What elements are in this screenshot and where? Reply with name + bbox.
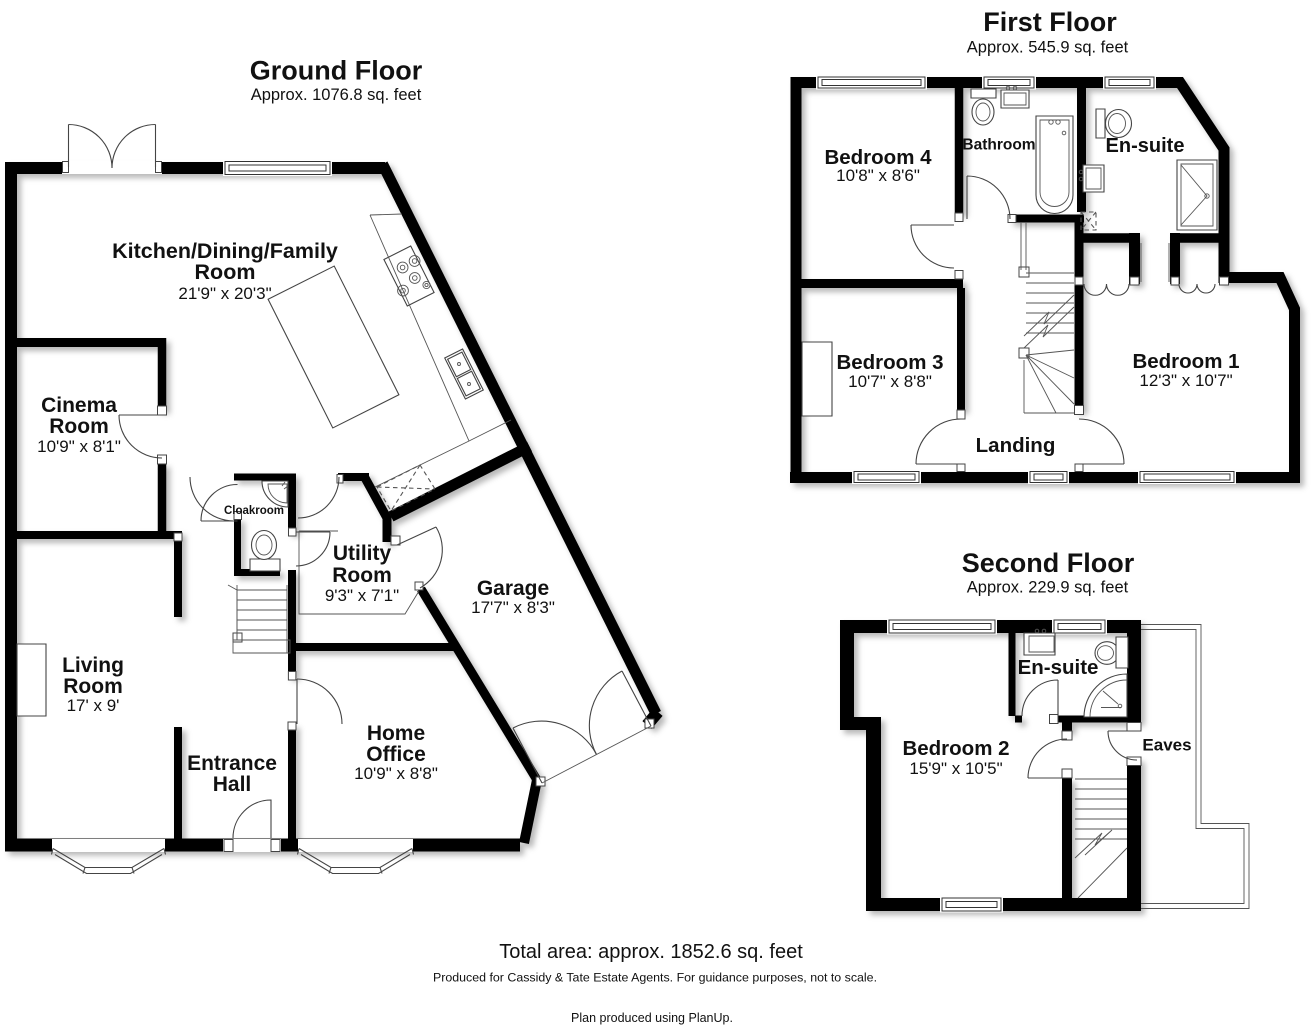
svg-text:Eaves: Eaves [1142, 736, 1191, 755]
svg-text:21'9" x 20'3": 21'9" x 20'3" [178, 284, 271, 303]
svg-text:Utility: Utility [333, 542, 392, 565]
svg-text:Approx. 545.9 sq. feet: Approx. 545.9 sq. feet [967, 39, 1129, 57]
svg-text:Entrance: Entrance [187, 752, 277, 775]
svg-text:Plan produced using PlanUp.: Plan produced using PlanUp. [571, 1011, 733, 1025]
svg-text:Produced for Cassidy & Tate Es: Produced for Cassidy & Tate Estate Agent… [433, 971, 877, 985]
svg-text:17'7" x 8'3": 17'7" x 8'3" [471, 598, 555, 617]
svg-text:Room: Room [195, 260, 256, 284]
svg-text:Total area: approx. 1852.6 sq.: Total area: approx. 1852.6 sq. feet [499, 941, 803, 963]
svg-text:Bedroom 4: Bedroom 4 [824, 146, 932, 169]
svg-text:Cinema: Cinema [41, 394, 117, 417]
svg-text:Room: Room [49, 415, 109, 438]
svg-text:Home: Home [367, 722, 425, 745]
svg-text:Landing: Landing [976, 434, 1056, 457]
svg-text:9'3" x 7'1": 9'3" x 7'1" [325, 586, 399, 605]
svg-text:10'9" x 8'1": 10'9" x 8'1" [37, 437, 121, 456]
svg-text:10'8" x 8'6": 10'8" x 8'6" [836, 166, 920, 185]
svg-text:Hall: Hall [213, 773, 252, 796]
svg-text:Bathroom: Bathroom [962, 137, 1035, 154]
svg-text:15'9" x 10'5": 15'9" x 10'5" [909, 759, 1002, 778]
svg-text:First Floor: First Floor [983, 7, 1117, 37]
svg-text:12'3" x 10'7": 12'3" x 10'7" [1139, 371, 1232, 390]
svg-text:10'7" x 8'8": 10'7" x 8'8" [848, 372, 932, 391]
svg-text:Second Floor: Second Floor [962, 548, 1135, 578]
svg-text:En-suite: En-suite [1106, 135, 1185, 157]
svg-text:Bedroom 2: Bedroom 2 [902, 737, 1009, 760]
svg-text:Bedroom 3: Bedroom 3 [836, 351, 943, 374]
svg-text:Kitchen/Dining/Family: Kitchen/Dining/Family [112, 239, 338, 263]
svg-text:Cloakroom: Cloakroom [224, 505, 284, 517]
svg-text:Room: Room [63, 675, 123, 698]
svg-text:10'9" x 8'8": 10'9" x 8'8" [354, 764, 438, 783]
svg-text:En-suite: En-suite [1018, 656, 1099, 679]
svg-text:Ground Floor: Ground Floor [250, 56, 423, 86]
svg-text:Living: Living [62, 654, 124, 677]
svg-text:Garage: Garage [477, 577, 549, 600]
svg-text:Office: Office [366, 743, 426, 766]
svg-text:Approx. 229.9 sq. feet: Approx. 229.9 sq. feet [967, 579, 1129, 597]
svg-text:Room: Room [332, 564, 392, 587]
svg-text:17' x 9': 17' x 9' [67, 696, 120, 715]
svg-text:Approx. 1076.8 sq. feet: Approx. 1076.8 sq. feet [251, 86, 422, 104]
svg-text:Bedroom 1: Bedroom 1 [1132, 350, 1239, 373]
